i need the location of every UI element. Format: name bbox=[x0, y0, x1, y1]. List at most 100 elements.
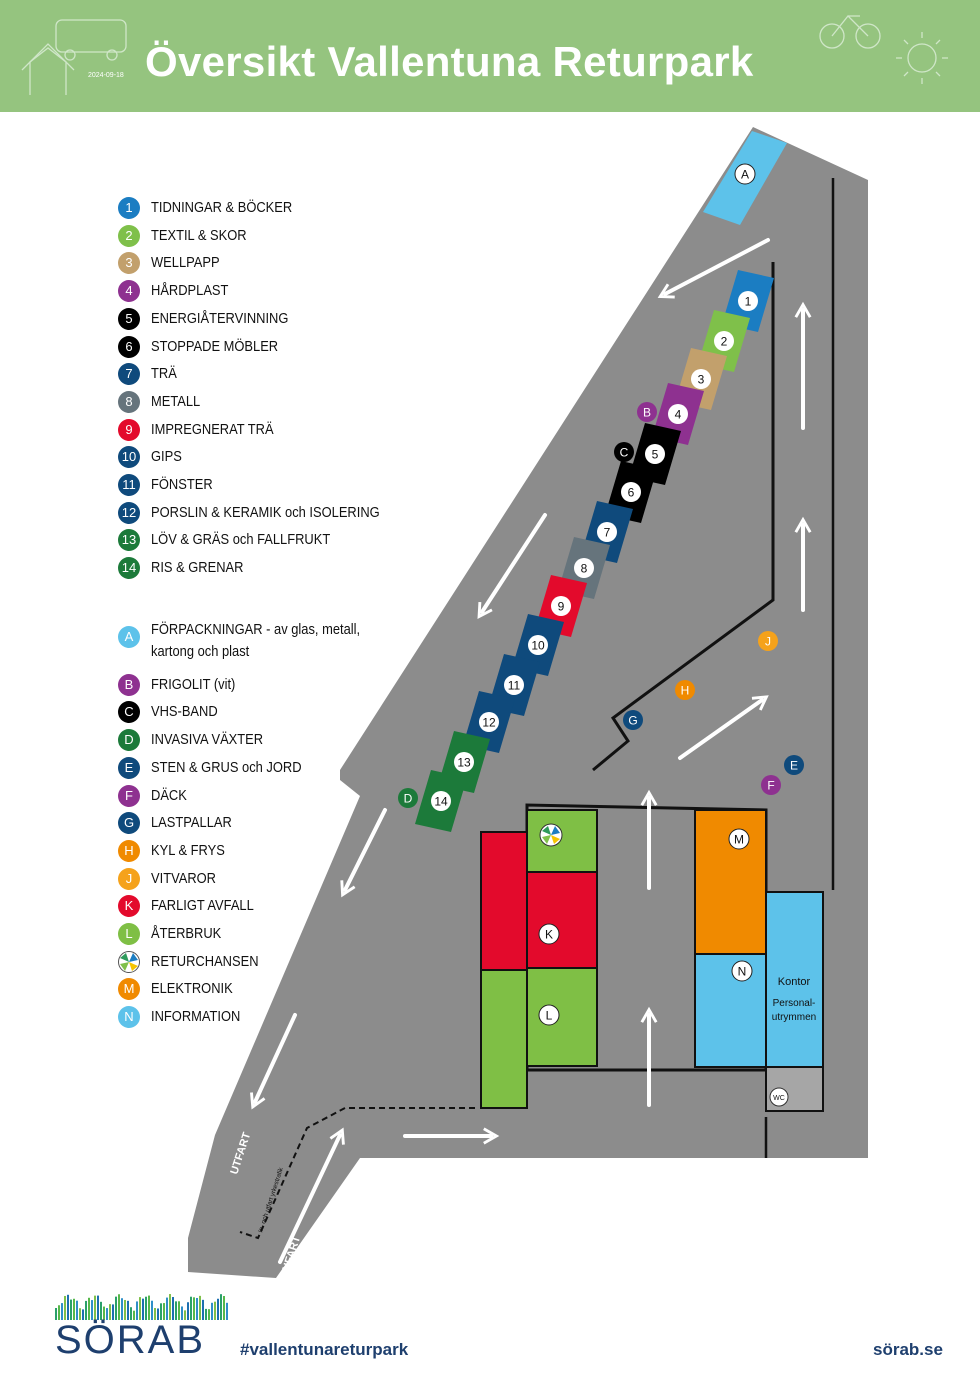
logo-bar bbox=[127, 1300, 129, 1320]
marker-letter-c: C bbox=[620, 446, 629, 460]
logo-bar bbox=[58, 1305, 60, 1320]
legend-label: LASTPALLAR bbox=[151, 814, 232, 832]
legend-badge-b: B bbox=[118, 673, 140, 696]
logo-bar bbox=[175, 1301, 177, 1320]
legend-badge-14: 14 bbox=[118, 557, 140, 580]
legend-label: DÄCK bbox=[151, 786, 187, 804]
legend-badge-11: 11 bbox=[118, 474, 140, 496]
logo-bar bbox=[169, 1294, 171, 1320]
legend-label: TEXTIL & SKOR bbox=[151, 226, 247, 244]
marker-m bbox=[728, 828, 750, 850]
logo-bar bbox=[124, 1299, 126, 1320]
legend-label: IMPREGNERAT TRÄ bbox=[151, 420, 274, 438]
logo-bar bbox=[172, 1297, 174, 1320]
legend-label: RIS & GRENAR bbox=[151, 559, 244, 577]
marker-letter-b: B bbox=[643, 406, 651, 420]
station-badge-14 bbox=[431, 791, 451, 811]
legend-badge-h: H bbox=[118, 839, 140, 862]
logo-bar bbox=[151, 1300, 153, 1320]
marker-h bbox=[675, 680, 695, 700]
station-badge-11 bbox=[504, 675, 524, 695]
station-badge-10 bbox=[528, 635, 548, 655]
logo-bar bbox=[64, 1295, 66, 1320]
legend-label: VITVAROR bbox=[151, 869, 216, 887]
legend-item-l: L ÅTERBRUK bbox=[118, 923, 438, 945]
header-banner: 2024-09-18 Översikt Vallentuna Returpark bbox=[0, 0, 980, 112]
logo-bar bbox=[79, 1308, 81, 1320]
logo-bar bbox=[76, 1300, 78, 1320]
station-number-11: 11 bbox=[508, 679, 521, 693]
station-badge-12 bbox=[479, 712, 499, 732]
legend-badge-k: K bbox=[118, 895, 140, 918]
logo-bar bbox=[112, 1304, 114, 1320]
legend-badge-l: L bbox=[118, 923, 140, 945]
legend-label: ÅTERBRUK bbox=[151, 925, 222, 942]
logo-bar bbox=[217, 1298, 219, 1320]
legend-badge-c: C bbox=[118, 701, 140, 724]
returchansen-legend-icon bbox=[118, 950, 140, 973]
marker-f bbox=[761, 775, 781, 795]
logo-bar bbox=[106, 1308, 108, 1320]
logo-bar bbox=[160, 1303, 162, 1320]
logo-bar bbox=[202, 1299, 204, 1320]
logo-bar bbox=[208, 1309, 210, 1320]
logo-bar bbox=[196, 1297, 198, 1320]
sorab-brand: SÖRAB bbox=[55, 1318, 206, 1362]
station-number-8: 8 bbox=[581, 562, 588, 576]
logo-bar bbox=[115, 1296, 117, 1320]
logo-bar bbox=[142, 1298, 144, 1320]
logo-bar bbox=[85, 1300, 87, 1320]
legend-badge-d: D bbox=[118, 729, 140, 752]
station-number-1: 1 bbox=[745, 295, 752, 309]
station-badge-7 bbox=[597, 522, 617, 542]
legend-label: FARLIGT AVFALL bbox=[151, 897, 254, 915]
legend-item-f: F DÄCK bbox=[118, 784, 438, 807]
legend-label: KYL & FRYS bbox=[151, 841, 225, 859]
page-title: Översikt Vallentuna Returpark bbox=[145, 38, 754, 85]
marker-b bbox=[637, 402, 657, 422]
legend-label: ENERGIÅTERVINNING bbox=[151, 309, 289, 327]
marker-letter-h: H bbox=[681, 684, 690, 698]
legend-item-k: K FARLIGT AVFALL bbox=[118, 895, 438, 918]
legend-label: TIDNINGAR & BÖCKER bbox=[151, 199, 293, 216]
logo-bar bbox=[154, 1308, 156, 1320]
station-badge-4 bbox=[668, 404, 688, 424]
map-date: 2024-09-18 bbox=[88, 72, 124, 79]
logo-bar bbox=[157, 1308, 159, 1320]
logo-bar bbox=[193, 1297, 195, 1320]
logo-bar bbox=[91, 1300, 93, 1320]
logo-bar bbox=[205, 1308, 207, 1320]
block-office bbox=[765, 891, 824, 1068]
legend-badge-5: 5 bbox=[118, 307, 140, 330]
legend-badge-2: 2 bbox=[118, 224, 140, 247]
station-number-2: 2 bbox=[721, 335, 728, 349]
legend-item-c: C VHS-BAND bbox=[118, 701, 438, 724]
logo-bar bbox=[97, 1295, 99, 1320]
station-badge-8 bbox=[574, 558, 594, 578]
legend-badge-12: 12 bbox=[118, 501, 140, 524]
legend-badge-n: N bbox=[118, 1006, 140, 1029]
marker-k bbox=[538, 923, 560, 945]
station-number-4: 4 bbox=[675, 408, 682, 422]
legend-badge-f: F bbox=[118, 784, 140, 807]
logo-bar bbox=[139, 1297, 141, 1320]
station-number-14: 14 bbox=[434, 795, 448, 809]
legend-label: VHS-BAND bbox=[151, 703, 218, 721]
header-doodles-icon bbox=[21, 15, 948, 95]
marker-letter-j: J bbox=[765, 635, 771, 649]
block-k-strip bbox=[480, 831, 528, 971]
website-link[interactable]: sörab.se bbox=[873, 1340, 943, 1359]
legend-badge-g: G bbox=[118, 812, 140, 835]
logo-bar bbox=[184, 1310, 186, 1320]
legend-item-h: H KYL & FRYS bbox=[118, 839, 438, 862]
station-number-9: 9 bbox=[558, 600, 565, 614]
